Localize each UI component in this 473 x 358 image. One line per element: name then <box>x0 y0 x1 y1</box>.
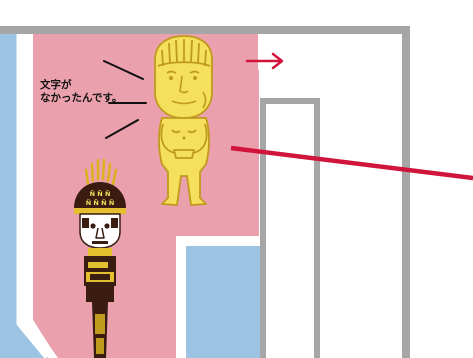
arrow-right-icon <box>245 52 284 70</box>
speech-line-2: なかったんです。 <box>40 92 123 104</box>
outer-wall <box>0 26 410 358</box>
pointer-line <box>230 145 473 181</box>
center-wall <box>176 236 262 358</box>
inner-wall-pink <box>31 34 57 358</box>
speech-text: 文字が なかったんです。 <box>40 79 122 105</box>
speech-lines <box>103 60 147 139</box>
svg-text:Ñ Ñ Ñ Ñ: Ñ Ñ Ñ Ñ <box>86 198 115 207</box>
left-blue-area <box>0 34 48 358</box>
right-corridor <box>258 34 337 358</box>
inner-wall-left <box>16 34 48 358</box>
center-blue-area <box>186 246 260 358</box>
svg-text:Ñ Ñ Ñ: Ñ Ñ Ñ <box>90 189 111 198</box>
chimu-figure-icon: Ñ Ñ Ñ Ñ Ñ Ñ Ñ <box>74 158 126 358</box>
speech-line-1: 文字が <box>40 79 72 91</box>
golden-figure-icon <box>154 35 213 206</box>
pillar-outline <box>260 98 320 358</box>
